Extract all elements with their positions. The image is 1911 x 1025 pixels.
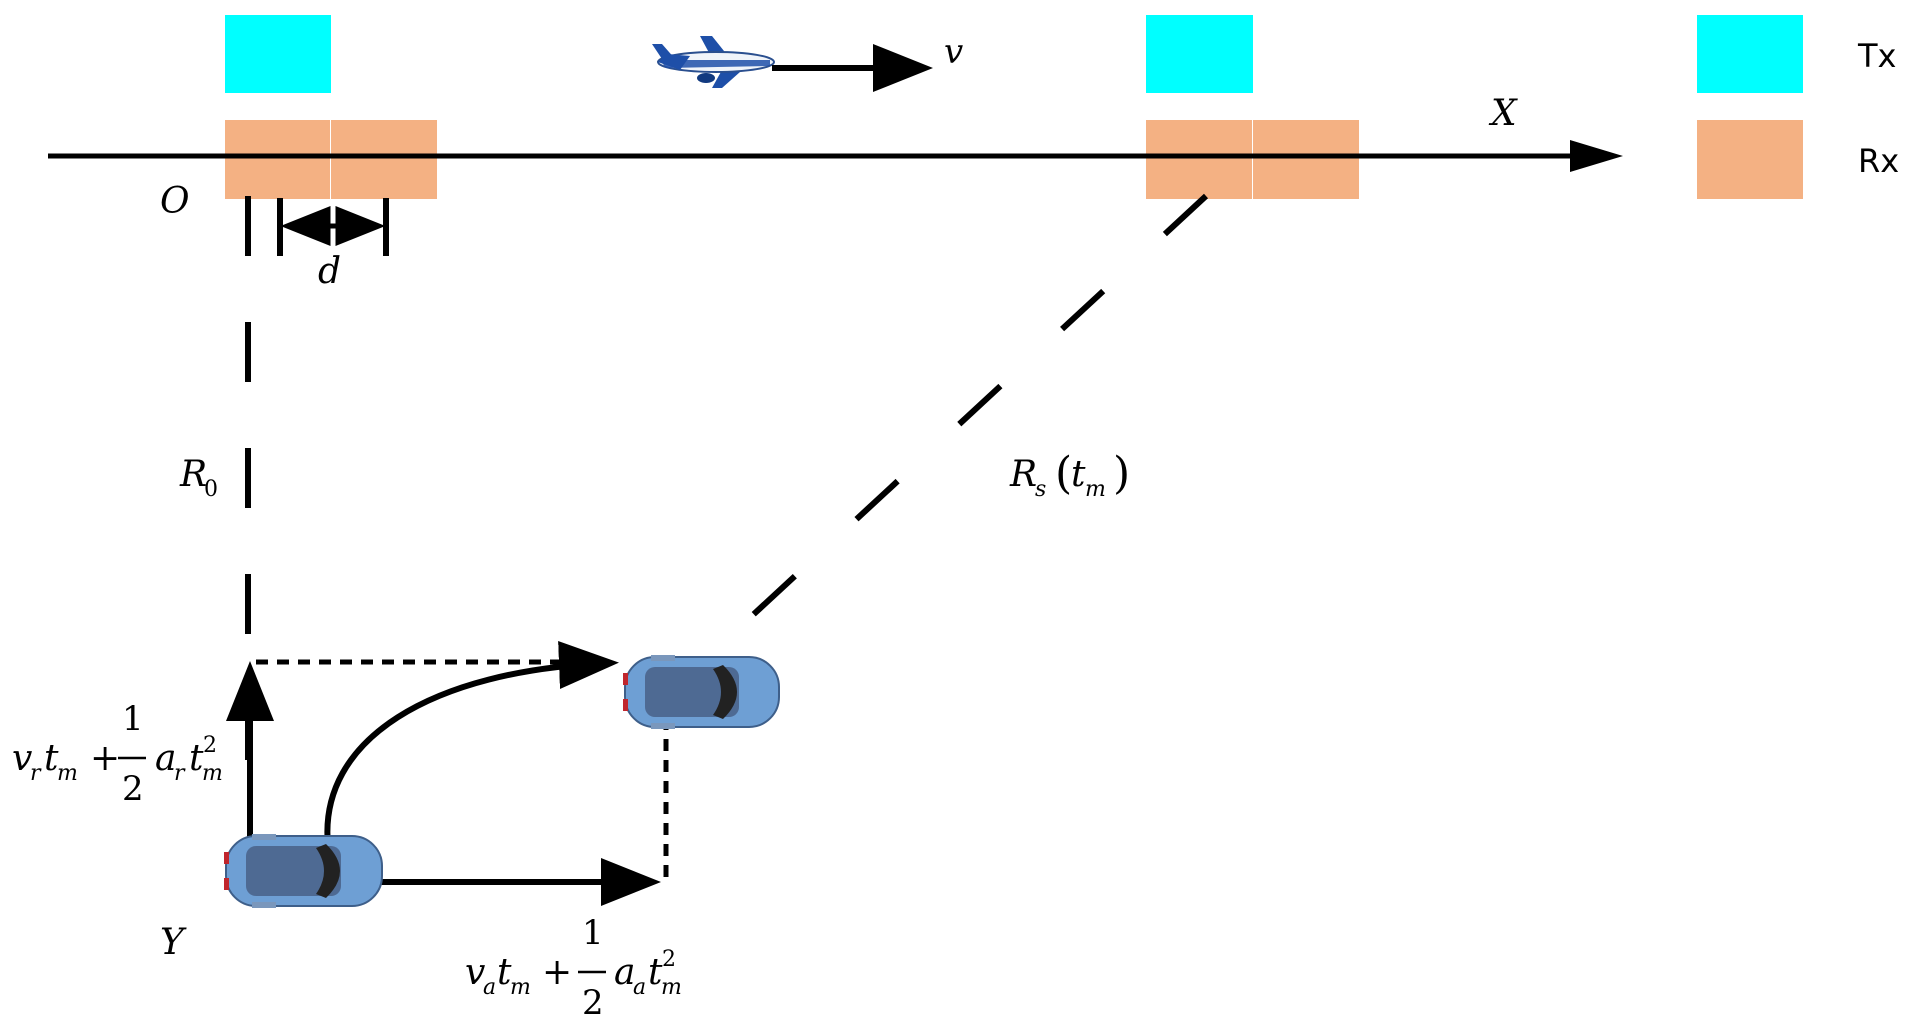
- svg-text:(: (: [1055, 448, 1072, 499]
- car-start-icon: [224, 834, 383, 908]
- azimuth-motion-formula: v a t m + 1 2 a a t 2 m: [465, 913, 682, 1023]
- svg-text:v: v: [465, 952, 485, 993]
- svg-text:2: 2: [122, 769, 144, 809]
- range-motion-formula: v r t m + 1 2 a r t 2 m: [12, 699, 223, 809]
- x-axis-arrowhead: [1570, 140, 1623, 172]
- svg-text:m: m: [202, 761, 223, 786]
- trajectory-curve: [324, 641, 619, 846]
- svg-text:r: r: [174, 761, 186, 786]
- svg-text:2: 2: [203, 733, 217, 758]
- car-end-icon: [623, 655, 780, 729]
- tx-antenna-2: [1146, 15, 1253, 93]
- svg-text:t: t: [1071, 454, 1086, 495]
- svg-text:a: a: [614, 952, 635, 993]
- tx-antenna-1: [225, 15, 331, 93]
- r0-label: R 0: [179, 454, 218, 502]
- svg-text:t: t: [44, 738, 59, 779]
- svg-text:t: t: [189, 738, 204, 779]
- airplane-icon: [652, 36, 775, 88]
- svg-text:m: m: [57, 761, 78, 786]
- svg-text:v: v: [12, 738, 32, 779]
- rx-antenna-2a: [1146, 120, 1252, 199]
- svg-text:R: R: [1009, 454, 1037, 495]
- svg-text:2: 2: [582, 983, 604, 1023]
- rs-dashed-line: [712, 193, 1209, 653]
- svg-text:+: +: [90, 738, 120, 779]
- svg-text:a: a: [633, 975, 646, 1000]
- svg-text:0: 0: [204, 477, 218, 502]
- svg-text:2: 2: [662, 947, 676, 972]
- rx-antenna-2b: [1253, 120, 1359, 199]
- velocity-label: v: [944, 32, 963, 72]
- legend-rx-label: Rx: [1858, 142, 1899, 180]
- svg-text:1: 1: [122, 699, 144, 739]
- svg-text:1: 1: [582, 913, 604, 953]
- legend: Tx Rx: [1697, 15, 1899, 199]
- svg-text:): ): [1113, 448, 1130, 499]
- airplane-engine: [697, 73, 715, 83]
- legend-tx-swatch: [1697, 15, 1803, 93]
- svg-text:r: r: [30, 761, 42, 786]
- svg-text:+: +: [542, 952, 572, 993]
- rx-antenna-1b: [331, 120, 437, 199]
- spacing-label: d: [318, 251, 341, 292]
- rs-label: R s ( t m ): [1009, 448, 1130, 502]
- legend-tx-label: Tx: [1857, 37, 1896, 75]
- origin-label: O: [160, 181, 190, 222]
- svg-text:m: m: [510, 975, 531, 1000]
- legend-rx-swatch: [1697, 120, 1803, 199]
- svg-text:a: a: [483, 975, 496, 1000]
- rx-antenna-1a: [225, 120, 330, 199]
- y-axis-label: Y: [160, 922, 187, 963]
- svg-text:t: t: [497, 952, 512, 993]
- svg-text:m: m: [661, 975, 682, 1000]
- svg-text:t: t: [648, 952, 663, 993]
- svg-text:R: R: [179, 454, 207, 495]
- svg-text:m: m: [1085, 477, 1106, 502]
- x-axis-label: X: [1488, 93, 1518, 134]
- svg-text:a: a: [155, 738, 176, 779]
- svg-text:s: s: [1035, 477, 1046, 502]
